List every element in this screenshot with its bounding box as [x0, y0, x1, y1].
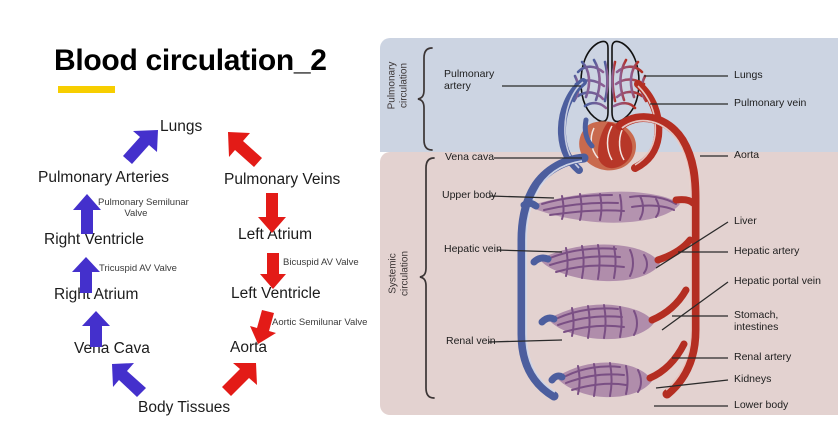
node-left-ventricle: Left Ventricle [231, 285, 321, 302]
figure-label-renal-artery: Renal artery [734, 351, 792, 363]
title-underline-rule [58, 86, 115, 93]
node-pulmonary-arteries: Pulmonary Arteries [38, 169, 169, 186]
vena-cava-highlight [525, 160, 583, 393]
arrow-rv-to-pa-icon [73, 194, 101, 234]
label-pulmonary-semilunar-valve: Pulmonary Semilunar Valve [98, 197, 189, 219]
aorta-vessel [615, 113, 700, 399]
capillary-bed-stomach-intestines [538, 286, 690, 340]
figure-label-upper-body: Upper body [442, 189, 497, 201]
arrow-ra-to-rv-icon [72, 257, 100, 293]
figure-label-hepatic-artery: Hepatic artery [734, 245, 800, 257]
node-right-atrium: Right Atrium [54, 286, 139, 303]
figure-label-vena-cava: Vena cava [445, 151, 495, 163]
figure-label-renal-vein: Renal vein [446, 335, 496, 347]
figure-label-stomach-intestines: Stomach, intestines [734, 309, 779, 334]
leader-lines-right [644, 75, 729, 407]
aorta-highlight [621, 119, 692, 391]
figure-label-kidneys: Kidneys [734, 373, 772, 385]
arrow-lv-to-aorta-icon [250, 310, 276, 344]
label-tricuspid-av-valve: Tricuspid AV Valve [99, 263, 177, 274]
pulmonary-vein-vessel [631, 80, 663, 172]
arrow-la-to-lv-icon [260, 253, 286, 289]
circulatory-system-illustration [417, 40, 729, 407]
capillary-bed-kidneys [548, 340, 688, 398]
section-label-systemic-circulation: Systemic circulation [387, 250, 411, 297]
label-aortic-semilunar-valve: Aortic Semilunar Valve [272, 317, 368, 328]
arrow-tissues-to-vena-cava-icon [112, 363, 146, 397]
figure-label-pulmonary-vein: Pulmonary vein [734, 97, 807, 109]
pulmonary-vein-highlight [634, 85, 657, 166]
section-label-pulmonary-circulation: Pulmonary circulation [386, 61, 410, 110]
figure-label-lungs: Lungs [734, 69, 763, 81]
node-left-atrium: Left Atrium [238, 226, 313, 243]
figure-label-aorta: Aorta [734, 149, 760, 161]
figure-label-liver: Liver [734, 215, 757, 227]
figure-label-hepatic-portal-vein: Hepatic portal vein [734, 275, 821, 287]
node-aorta: Aorta [230, 339, 268, 356]
node-pulmonary-veins: Pulmonary Veins [224, 171, 341, 188]
label-bicuspid-av-valve: Bicuspid AV Valve [283, 257, 359, 268]
arrow-vc-to-ra-icon [82, 311, 110, 347]
heart [579, 117, 636, 171]
leader-lines-left [488, 85, 582, 343]
arrow-aorta-to-tissues-icon [222, 363, 257, 396]
arrow-from-lungs-icon [228, 132, 262, 167]
arrow-pv-to-la-icon [258, 193, 286, 233]
capillary-bed-upper-body [520, 191, 697, 223]
capillary-bed-liver [530, 236, 694, 282]
node-lungs: Lungs [160, 118, 203, 135]
vena-cava-vessel [517, 153, 589, 401]
node-right-ventricle: Right Ventricle [44, 231, 144, 248]
figure-label-hepatic-vein: Hepatic vein [444, 243, 502, 255]
systemic-bracket [419, 157, 435, 399]
anatomy-figure-panel: Pulmonary circulation Systemic circulati… [372, 0, 838, 421]
pulmonary-bracket [417, 47, 433, 151]
figure-label-lower-body: Lower body [734, 399, 789, 411]
flow-chart-panel: Blood circulation_2 Lungs Pulmonary Arte… [0, 0, 372, 421]
figure-label-pulmonary-artery: Pulmonary artery [444, 68, 495, 93]
arrow-to-lungs-icon [123, 130, 158, 164]
page-title: Blood circulation_2 [54, 44, 327, 77]
node-body-tissues: Body Tissues [138, 399, 231, 416]
